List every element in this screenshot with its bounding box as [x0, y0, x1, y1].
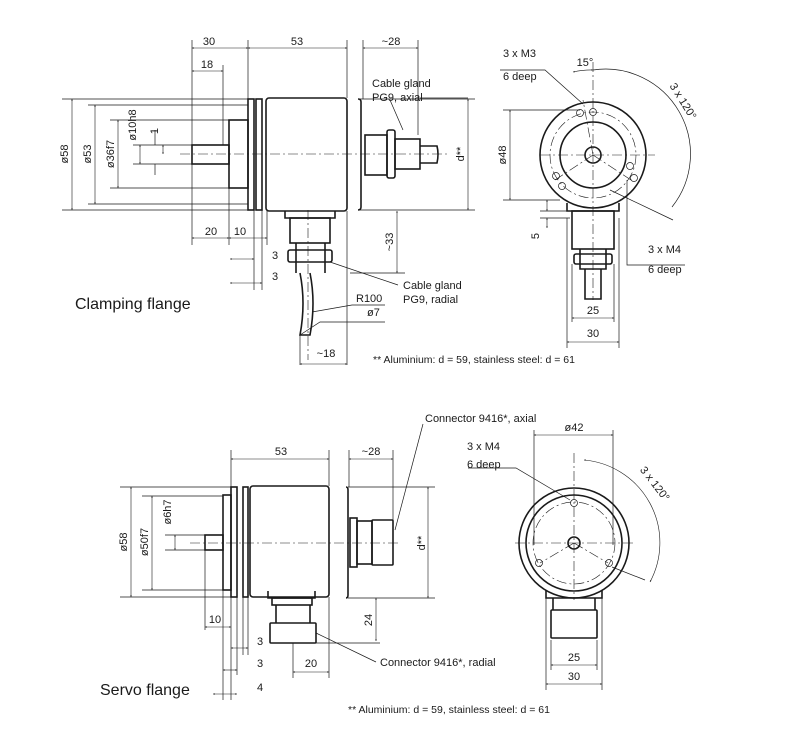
servo-flange-title: Servo flange	[100, 682, 190, 699]
dim-30-front: 30	[587, 328, 599, 340]
dim-3b: 3	[272, 271, 278, 283]
dim-3a: 3	[272, 250, 278, 262]
servo-dim-53: 53	[275, 446, 287, 458]
label-cable-gland-axial-1: Cable gland	[372, 78, 431, 90]
servo-angle-3x120: 3 x 120°	[637, 465, 671, 504]
servo-label-3xm4: 3 x M4	[467, 441, 500, 453]
angle-15: 15°	[577, 57, 594, 69]
dim-r100: R100	[356, 293, 382, 305]
servo-footnote: ** Aluminium: d = 59, stainless steel: d…	[348, 704, 550, 716]
dim-1: 1	[149, 128, 161, 134]
label-3xm4: 3 x M4	[648, 244, 681, 256]
dim-o7: ø7	[367, 307, 380, 319]
servo-dim-25: 25	[568, 652, 580, 664]
servo-dim-28: ~28	[362, 446, 381, 458]
dim-o53: ø53	[82, 145, 94, 164]
servo-dim-d: d**	[416, 535, 428, 550]
servo-dim-o42: ø42	[565, 422, 584, 434]
servo-dim-4: 4	[257, 682, 263, 694]
servo-dim-3a: 3	[257, 636, 263, 648]
servo-dim-30: 30	[568, 671, 580, 683]
dim-o48: ø48	[497, 146, 509, 165]
dim-18: 18	[201, 59, 213, 71]
label-m4-6-deep: 6 deep	[648, 264, 682, 276]
dim-o10h8: ø10h8	[127, 109, 139, 140]
angle-3x120: 3 x 120°	[667, 81, 699, 122]
dim-10: 10	[234, 226, 246, 238]
clamping-side-view: 30 53 ~28 18 ø58 ø53 ø36f7 ø10h8 1 d** 2…	[59, 36, 575, 366]
label-3xm3: 3 x M3	[503, 48, 536, 60]
servo-dim-20: 20	[305, 658, 317, 670]
servo-front-view: ø42 3 x M4 6 deep 3 x 120° 25 30	[467, 422, 672, 690]
dim-5: 5	[530, 233, 542, 239]
dim-53: 53	[291, 36, 303, 48]
servo-dim-o50f7: ø50f7	[139, 528, 151, 556]
label-connector-axial: Connector 9416*, axial	[425, 413, 536, 425]
servo-dim-o6h7: ø6h7	[162, 499, 174, 524]
servo-dim-o58: ø58	[118, 533, 130, 552]
label-connector-radial: Connector 9416*, radial	[380, 657, 496, 669]
label-cable-gland-radial-2: PG9, radial	[403, 294, 458, 306]
clamping-flange-title: Clamping flange	[75, 296, 191, 313]
servo-label-6-deep: 6 deep	[467, 459, 501, 471]
dim-20: 20	[205, 226, 217, 238]
dim-o58: ø58	[59, 145, 71, 164]
label-m3-6-deep: 6 deep	[503, 71, 537, 83]
dim-30: 30	[203, 36, 215, 48]
servo-dim-24: 24	[363, 614, 375, 626]
label-cable-gland-axial-2: PG9, axial	[372, 92, 423, 104]
dim-d: d**	[455, 146, 467, 161]
servo-side-view: 53 ~28 ø58 ø50f7 ø6h7 d** 24 10 3 3 20 4…	[100, 413, 550, 716]
dim-o36f7: ø36f7	[105, 140, 117, 168]
label-cable-gland-radial-1: Cable gland	[403, 280, 462, 292]
servo-dim-3b: 3	[257, 658, 263, 670]
dim-28: ~28	[382, 36, 401, 48]
clamping-footnote: ** Aluminium: d = 59, stainless steel: d…	[373, 354, 575, 366]
dim-18b: ~18	[317, 348, 336, 360]
dim-33: ~33	[384, 233, 396, 252]
dim-25: 25	[587, 305, 599, 317]
clamping-front-view: 3 x M3 6 deep 15° 3 x 120° ø48 5 3 x M4 …	[497, 48, 698, 348]
servo-dim-10: 10	[209, 614, 221, 626]
